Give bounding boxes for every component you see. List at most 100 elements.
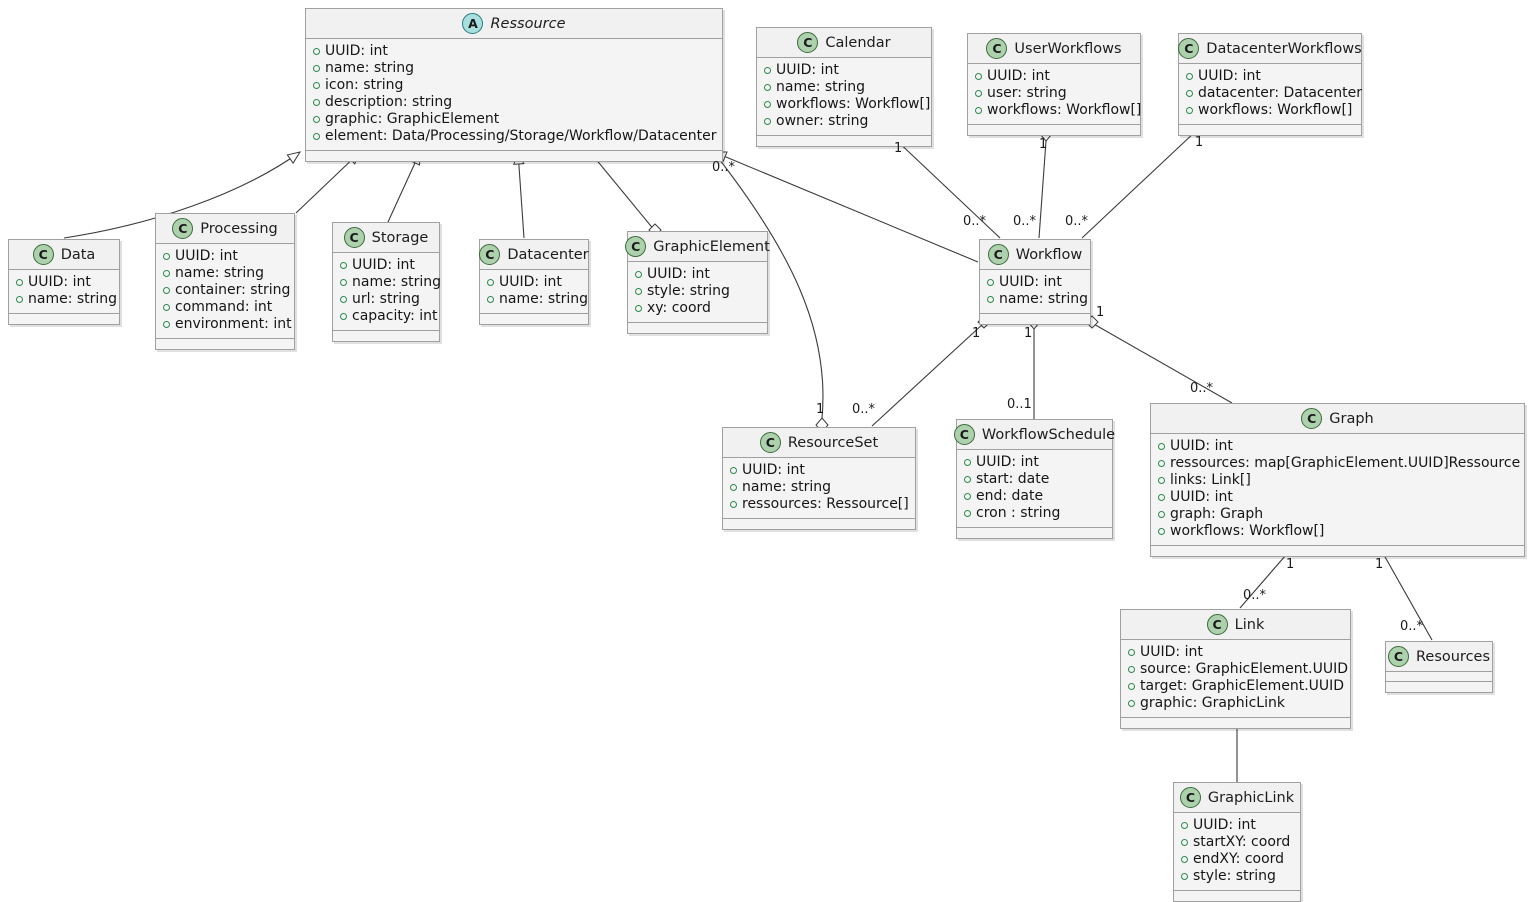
visibility-public-icon [1128, 666, 1135, 673]
class-attribute: UUID: int [487, 274, 581, 291]
class-attribute-label: name: string [499, 291, 589, 307]
class-attribute-label: UUID: int [1170, 489, 1233, 505]
class-operations-graphicelement [628, 323, 767, 333]
class-icon: C [1301, 408, 1323, 429]
class-attribute: style: string [635, 283, 760, 300]
class-icon: C [479, 244, 501, 265]
class-attribute: name: string [487, 291, 588, 308]
class-attribute-label: capacity: int [352, 308, 438, 324]
class-attribute: UUID: int [313, 43, 715, 60]
class-attribute-label: cron : string [976, 505, 1061, 521]
class-title: Resources [1415, 648, 1491, 665]
edge-userworkflows-workflow [1038, 140, 1047, 239]
class-icon: C [625, 236, 647, 257]
class-title: DatacenterWorkflows [1206, 40, 1362, 57]
class-attribute: UUID: int [1186, 68, 1354, 85]
class-header-graphicelement: C GraphicElement [625, 232, 770, 262]
class-attribute-label: name: string [742, 479, 832, 495]
class-attribute: name: string [987, 291, 1088, 308]
visibility-public-icon [313, 116, 320, 123]
class-attribute: UUID: int [16, 274, 112, 291]
visibility-public-icon [340, 296, 347, 303]
edge-datacenterworkflows-workflow [1081, 130, 1197, 239]
visibility-public-icon [487, 296, 494, 303]
class-attribute: url: string [340, 291, 432, 308]
class-icon: C [1179, 787, 1201, 808]
multiplicity-label: 0..* [1065, 214, 1089, 229]
class-attribute: owner: string [764, 113, 924, 130]
class-attribute-label: style: string [647, 283, 730, 299]
class-attribute-label: UUID: int [987, 68, 1050, 84]
class-operations-datacenter [480, 314, 588, 324]
class-attribute-label: name: string [352, 274, 442, 290]
visibility-public-icon [1128, 700, 1135, 707]
class-attribute: UUID: int [987, 274, 1083, 291]
multiplicity-label: 1 [1096, 305, 1105, 320]
class-attribute-label: description: string [325, 94, 453, 110]
visibility-public-icon [987, 296, 994, 303]
visibility-public-icon [313, 133, 320, 140]
visibility-public-icon [764, 118, 771, 125]
visibility-public-icon [340, 262, 347, 269]
class-attribute: environment: int [163, 316, 292, 333]
class-attribute: user: string [975, 85, 1133, 102]
multiplicity-label: 0..* [852, 402, 876, 417]
class-attribute: workflows: Workflow[] [975, 102, 1141, 119]
multiplicity-label: 1 [816, 402, 825, 417]
class-attribute-label: endXY: coord [1193, 851, 1285, 867]
class-attribute: graphic: GraphicElement [313, 111, 715, 128]
visibility-public-icon [1181, 873, 1188, 880]
visibility-public-icon [764, 84, 771, 91]
visibility-public-icon [340, 279, 347, 286]
class-title: GraphicElement [653, 238, 770, 255]
class-attribute: ressources: map[GraphicElement.UUID]Ress… [1158, 455, 1520, 472]
class-operations-storage [333, 331, 439, 341]
class-attribute-label: UUID: int [742, 462, 805, 478]
class-title: WorkflowSchedule [981, 426, 1116, 443]
multiplicity-label: 1 [1024, 326, 1033, 341]
class-attribute: cron : string [964, 505, 1105, 522]
class-title: Link [1234, 616, 1265, 633]
class-attribute-label: UUID: int [647, 266, 710, 282]
visibility-public-icon [964, 493, 971, 500]
class-attribute-label: UUID: int [499, 274, 562, 290]
multiplicity-label: 0..* [1400, 619, 1424, 634]
class-attribute: links: Link[] [1158, 472, 1517, 489]
class-operations-processing [156, 339, 294, 349]
class-attribute-label: workflows: Workflow[] [1170, 523, 1325, 539]
visibility-public-icon [16, 279, 23, 286]
class-attributes-graph: UUID: int ressources: map[GraphicElement.… [1151, 434, 1524, 546]
class-attribute-label: owner: string [776, 113, 869, 129]
class-title: Processing [200, 220, 278, 237]
visibility-public-icon [163, 253, 170, 260]
class-attribute: container: string [163, 282, 290, 299]
class-title: Graph [1329, 410, 1374, 427]
visibility-public-icon [1158, 494, 1165, 501]
